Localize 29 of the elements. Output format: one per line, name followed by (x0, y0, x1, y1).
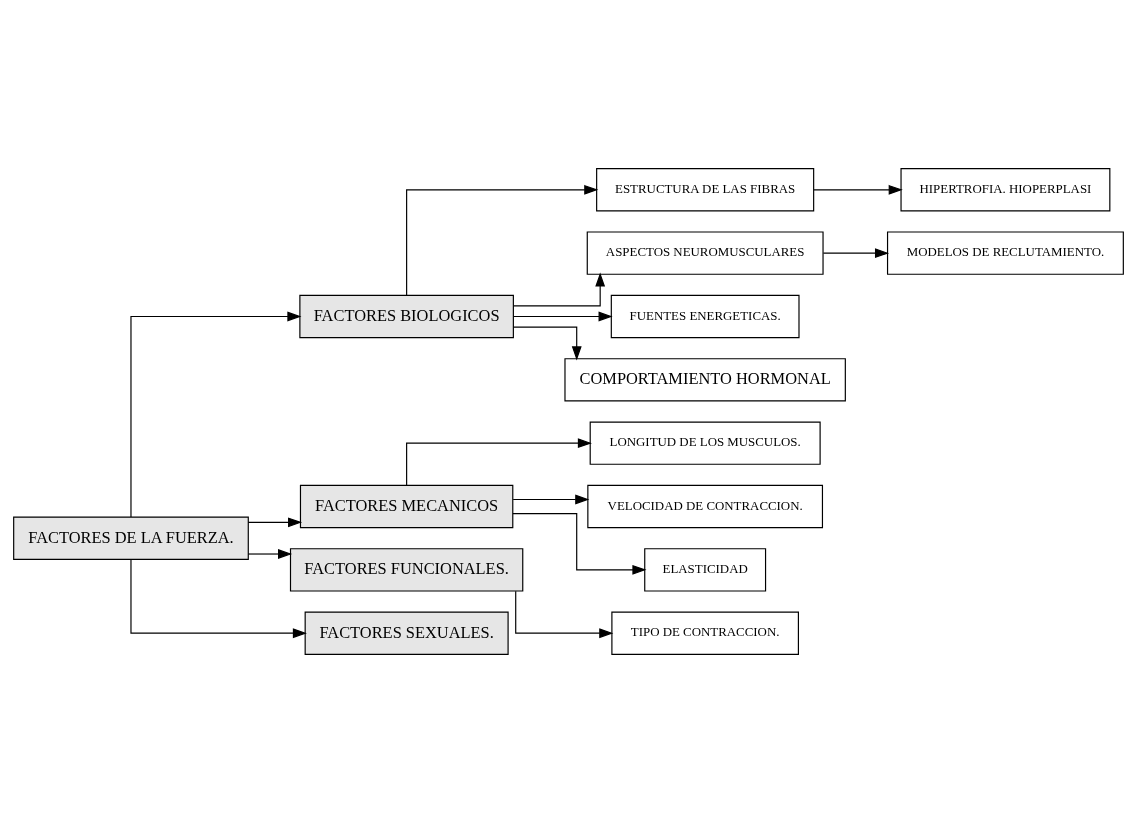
arrow (247, 549, 293, 559)
arrow (130, 311, 302, 518)
node-box: HIPERTROFIA. HIOPERPLASI (900, 168, 1111, 212)
arrow (822, 248, 890, 259)
arrow (515, 590, 614, 639)
node-box: MODELOS DE RECLUTAMIENTO. (886, 231, 1124, 275)
node-box: COMPORTAMIENTO HORMONAL (564, 358, 846, 402)
node-box: ASPECTOS NEUROMUSCULARES (586, 231, 824, 275)
arrow (813, 184, 903, 195)
node-box: TIPO DE CONTRACCION. (611, 611, 799, 655)
arrow (406, 438, 592, 486)
node-box: FUENTES ENERGETICAS. (610, 294, 800, 339)
arrow (130, 559, 307, 639)
arrow (512, 326, 582, 361)
arrow (512, 512, 647, 575)
node-box: VELOCIDAD DE CONTRACCION. (587, 484, 824, 529)
node-box: FACTORES MECANICOS (299, 484, 514, 529)
node-box: ESTRUCTURA DE LAS FIBRAS (596, 168, 815, 212)
arrow (512, 311, 613, 322)
arrow (406, 184, 599, 296)
node-box: ELASTICIDAD (644, 548, 767, 592)
node-box: FACTORES SEXUALES. (304, 611, 509, 655)
node-box: LONGITUD DE LOS MUSCULOS. (589, 421, 821, 465)
arrow (513, 272, 606, 307)
node-box: FACTORES DE LA FUERZA. (13, 516, 249, 560)
arrow (512, 494, 590, 505)
node-box: FACTORES BIOLOGICOS (299, 294, 514, 339)
arrow (247, 517, 303, 528)
node-box: FACTORES FUNCIONALES. (289, 548, 524, 592)
